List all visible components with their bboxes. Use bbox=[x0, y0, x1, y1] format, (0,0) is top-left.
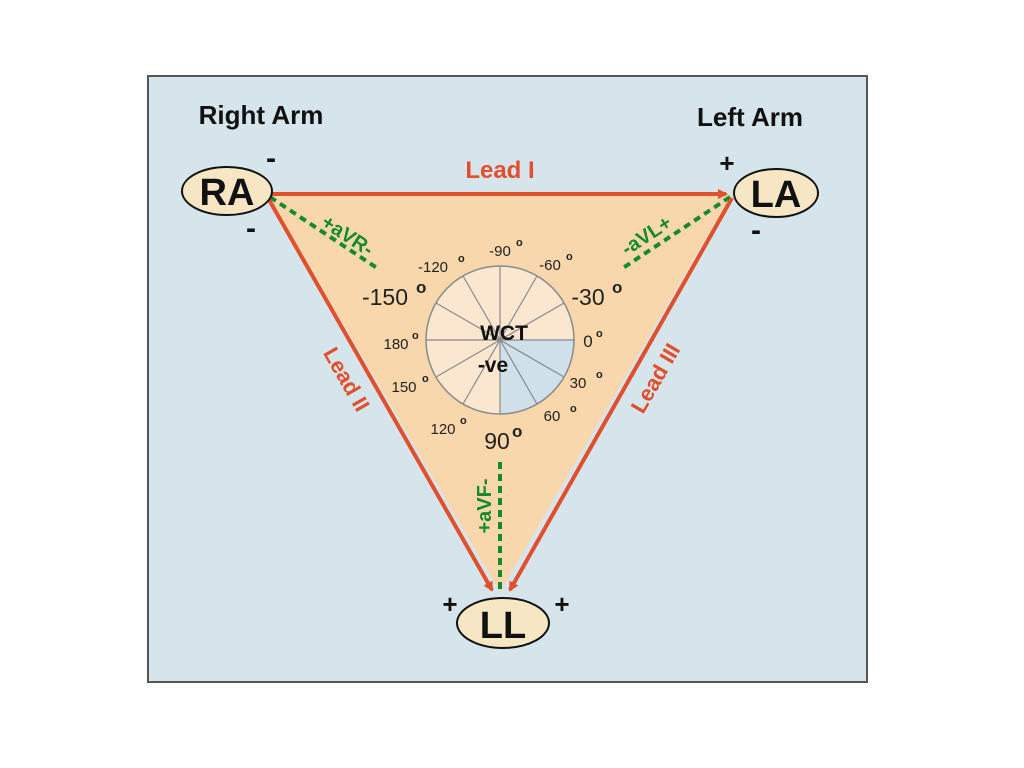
degree-mark-0: o bbox=[596, 328, 603, 340]
la-label: LA bbox=[751, 174, 802, 216]
ra-electrode: RA bbox=[181, 166, 273, 216]
avf-label: +aVF- bbox=[474, 478, 496, 533]
degree-mark-60: o bbox=[570, 403, 577, 415]
ll-electrode: LL bbox=[456, 597, 550, 649]
angle-minus-30: -30 bbox=[571, 284, 604, 310]
ll-label: LL bbox=[480, 605, 526, 647]
wct-sign-label: -ve bbox=[478, 354, 508, 377]
ra-polarity-top: - bbox=[266, 142, 276, 175]
angle-150: 150 bbox=[391, 379, 416, 396]
la-polarity-top: + bbox=[719, 148, 734, 178]
angle-90: 90 bbox=[484, 428, 510, 454]
degree-mark-150: o bbox=[422, 373, 429, 385]
angle-0: 0 bbox=[583, 332, 592, 351]
degree-mark-minus-120: o bbox=[458, 253, 465, 265]
degree-mark-120: o bbox=[460, 415, 467, 427]
degree-mark-minus-30: o bbox=[612, 278, 622, 297]
degree-mark-minus-60: o bbox=[566, 251, 573, 263]
la-electrode: LA bbox=[733, 168, 819, 218]
avr-lead-line bbox=[268, 195, 382, 272]
hexaxial-wheel bbox=[425, 265, 575, 415]
left-arm-title: Left Arm bbox=[697, 102, 803, 132]
angle-minus-150: -150 bbox=[362, 284, 408, 310]
angle-120: 120 bbox=[430, 421, 455, 438]
angle-60: 60 bbox=[544, 408, 561, 425]
ll-polarity-right: + bbox=[554, 589, 569, 619]
lead-iii-arrow bbox=[508, 197, 734, 592]
lead-i-label: Lead I bbox=[465, 157, 534, 184]
la-polarity-bottom: - bbox=[751, 214, 761, 247]
angle-minus-90: -90 bbox=[489, 243, 511, 260]
ll-polarity-left: + bbox=[442, 589, 457, 619]
angle-minus-60: -60 bbox=[539, 257, 561, 274]
angle-minus-120: -120 bbox=[418, 259, 448, 276]
wct-label: WCT bbox=[480, 322, 528, 345]
degree-mark-minus-150: o bbox=[416, 278, 426, 297]
right-arm-title: Right Arm bbox=[199, 100, 324, 130]
ra-polarity-bottom: - bbox=[246, 212, 256, 245]
avl-lead-line bbox=[618, 195, 732, 272]
ra-label: RA bbox=[200, 172, 255, 214]
angle-30: 30 bbox=[570, 375, 587, 392]
angle-180: 180 bbox=[383, 336, 408, 353]
degree-mark-180: o bbox=[412, 330, 419, 342]
lead-ii-arrow bbox=[266, 197, 494, 592]
degree-mark-90: o bbox=[512, 422, 522, 441]
degree-mark-minus-90: o bbox=[516, 237, 523, 249]
degree-mark-30: o bbox=[596, 369, 603, 381]
